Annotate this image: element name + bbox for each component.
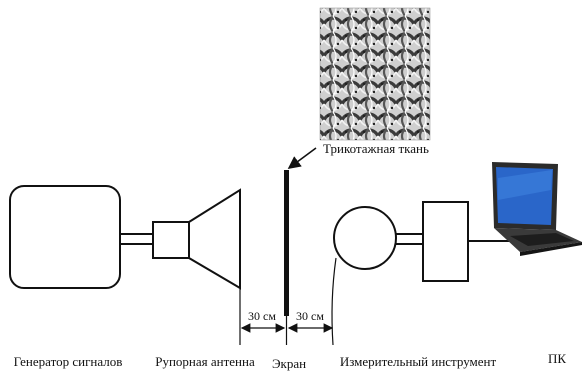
laptop-icon	[492, 162, 582, 256]
distance-right-label: 30 см	[296, 309, 324, 323]
receiver-antenna-circle	[333, 206, 397, 270]
screen-label: Экран	[272, 356, 306, 371]
pc-label: ПК	[548, 351, 566, 366]
signal-generator-box	[9, 185, 121, 289]
horn-antenna	[152, 188, 241, 290]
instrument-guide	[331, 257, 337, 346]
fabric-label: Трикотажная ткань	[323, 141, 429, 156]
distance-left-label: 30 см	[248, 309, 276, 323]
measuring-instrument-box	[422, 201, 469, 282]
horn-label: Рупорная антенна	[155, 354, 255, 369]
instrument-label: Измерительный инструмент	[340, 354, 497, 369]
fabric-pointer-arrow	[287, 147, 317, 169]
generator-label: Генератор сигналов	[14, 354, 123, 369]
knitted-fabric-image	[319, 7, 431, 141]
screen-panel	[284, 170, 289, 316]
